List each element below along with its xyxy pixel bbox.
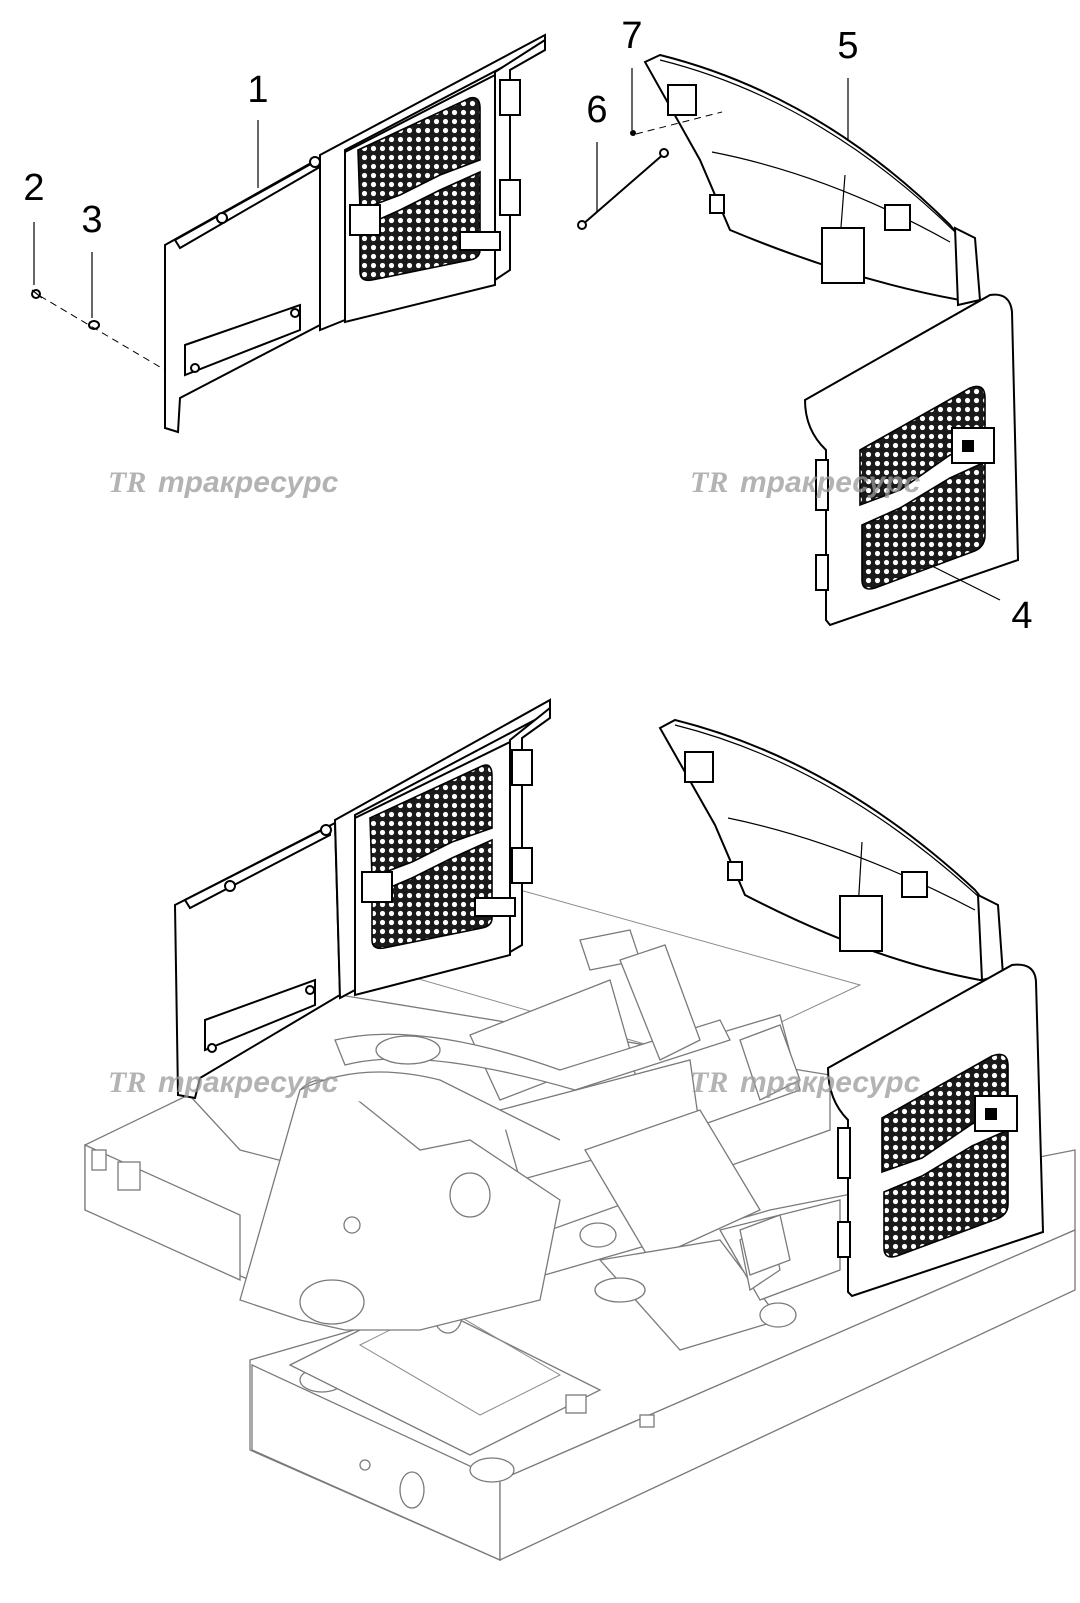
callout-1: 1 bbox=[247, 69, 268, 111]
assembled-right-door bbox=[826, 963, 1045, 1298]
part-6-gas-strut bbox=[577, 148, 669, 230]
callout-7: 7 bbox=[621, 15, 642, 57]
watermark-bottom-left: TR тракресурс bbox=[108, 1066, 339, 1099]
part-1-left-panel bbox=[164, 33, 546, 434]
callout-5: 5 bbox=[837, 25, 858, 67]
boom-mount-bracket bbox=[239, 929, 801, 1331]
watermark-top-right: TR тракресурс bbox=[690, 466, 921, 499]
watermark-logo: TR bbox=[690, 1066, 728, 1099]
callout-labels: 1 2 3 4 5 6 7 bbox=[23, 15, 1032, 637]
assembled-left-panel bbox=[173, 698, 551, 1100]
watermark-text: тракресурс bbox=[740, 466, 921, 499]
part-4-right-door bbox=[803, 293, 1020, 627]
watermark-bottom-right: TR тракресурс bbox=[690, 1066, 921, 1099]
callout-6: 6 bbox=[586, 89, 607, 131]
watermark-text: тракресурс bbox=[158, 1066, 339, 1099]
watermark-text: тракресурс bbox=[740, 1066, 921, 1099]
watermark-text: тракресурс bbox=[158, 466, 339, 499]
part-7-pin bbox=[630, 130, 636, 136]
callout-4: 4 bbox=[1011, 595, 1032, 637]
watermark-logo: TR bbox=[108, 466, 146, 499]
part-5-rear-hood bbox=[643, 53, 982, 307]
callout-3: 3 bbox=[81, 199, 102, 241]
watermark-logo: TR bbox=[690, 466, 728, 499]
watermark-top-left: TR тракресурс bbox=[108, 466, 339, 499]
callout-2: 2 bbox=[23, 167, 44, 209]
assembled-rear-hood bbox=[658, 718, 1005, 982]
watermark-logo: TR bbox=[108, 1066, 146, 1099]
leader-lines bbox=[33, 68, 1001, 601]
